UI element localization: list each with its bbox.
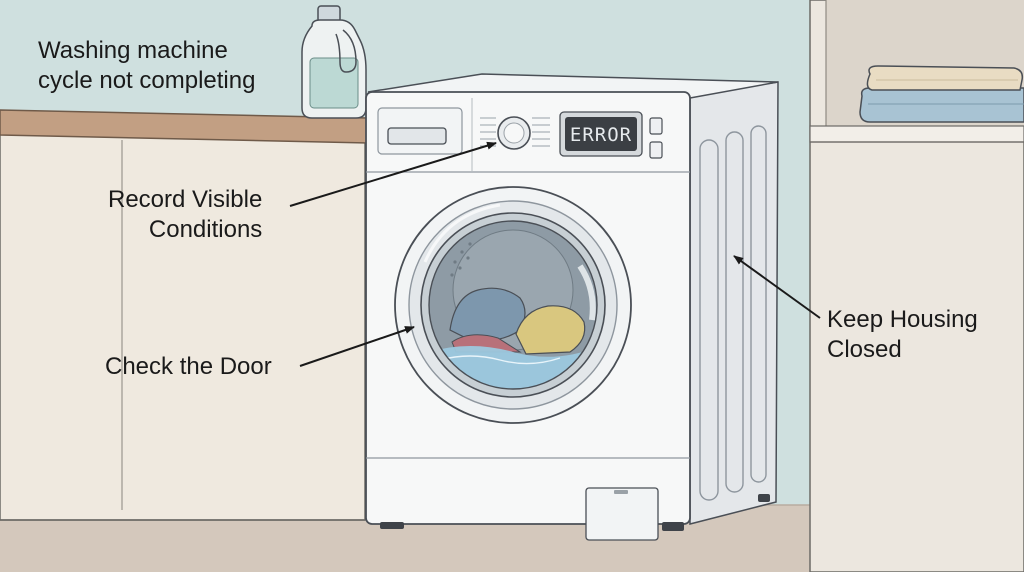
detergent-bottle-icon	[301, 5, 367, 119]
housing-ribs	[699, 125, 767, 501]
callout-housing-line-2: Closed	[827, 336, 902, 363]
filter-hatch[interactable]	[585, 487, 659, 541]
washer-door[interactable]	[394, 186, 632, 424]
folded-towels-icon	[859, 65, 1024, 123]
callout-door-line-1: Check the Door	[105, 353, 272, 380]
machine-side-housing	[689, 81, 779, 525]
drum-contents	[429, 221, 597, 389]
display-readout: ERROR	[570, 124, 632, 146]
scene-title: Washing machine cycle not completing	[38, 36, 255, 96]
washing-machine: ERROR	[365, 73, 779, 541]
callout-record-visible-conditions: Record Visible Conditions	[108, 185, 262, 245]
title-line-2: cycle not completing	[38, 67, 256, 94]
panel-button[interactable]	[649, 117, 663, 135]
arrow-record	[289, 141, 497, 207]
callout-record-line-1: Record Visible	[108, 186, 263, 213]
panel-button[interactable]	[649, 141, 663, 159]
callout-arrows	[289, 141, 821, 367]
callout-keep-housing-closed: Keep Housing Closed	[827, 305, 978, 365]
callout-housing-line-1: Keep Housing	[827, 306, 978, 333]
machine-foot	[758, 494, 770, 502]
program-dial-icon	[480, 116, 550, 150]
callout-record-line-2: Conditions	[148, 216, 263, 243]
callout-check-the-door: Check the Door	[105, 352, 272, 382]
machine-foot	[380, 522, 404, 529]
arrow-housing	[733, 255, 821, 319]
floor	[0, 505, 1024, 572]
detergent-drawer	[377, 107, 463, 155]
kitchen-cabinet	[0, 127, 366, 521]
arrow-door	[299, 326, 415, 367]
error-display: ERROR	[559, 111, 643, 157]
title-line-1: Washing machine	[38, 37, 228, 64]
machine-foot	[662, 522, 684, 531]
